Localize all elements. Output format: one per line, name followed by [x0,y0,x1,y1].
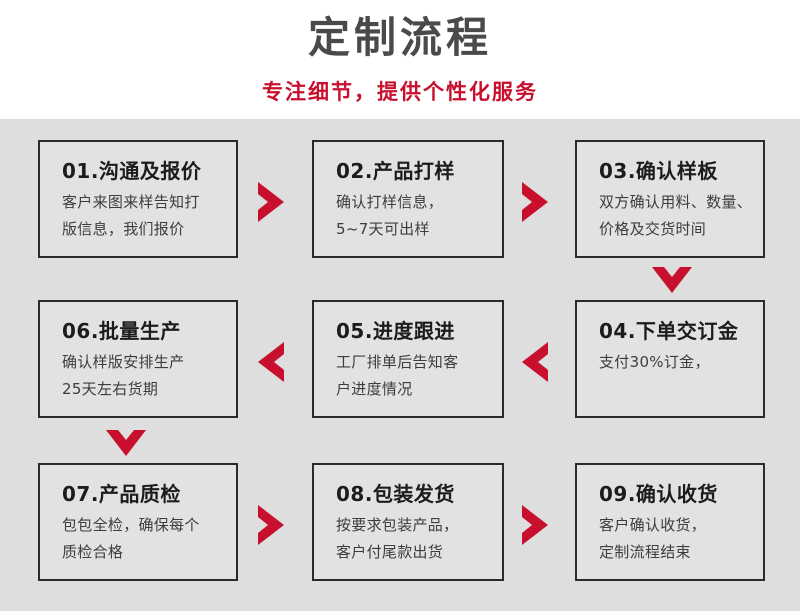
step-desc-01: 客户来图来样告知打 版信息，我们报价 [62,193,200,238]
step-card-06[interactable]: 06.批量生产 确认样版安排生产 25天左右货期 [38,300,238,418]
step-card-02[interactable]: 02.产品打样 确认打样信息， 5~7天可出样 [312,140,504,258]
page-title: 定制流程 [307,13,492,62]
chevron-down-icon [650,263,694,297]
step-title-05: 05.进度跟进 [336,319,455,343]
chevron-right-icon [518,180,552,224]
step-desc-07: 包包全检，确保每个 质检合格 [62,516,200,561]
process-flow-diagram: 01.沟通及报价 客户来图来样告知打 版信息，我们报价 02.产品打样 确认打样… [0,119,800,611]
page-header: 定制流程 专注细节，提供个性化服务 [0,0,800,119]
step-desc-03: 双方确认用料、数量、 价格及交货时间 [599,193,753,238]
step-desc-05: 工厂排单后告知客 户进度情况 [336,353,459,398]
step-desc-08: 按要求包装产品， 客户付尾款出货 [336,516,459,561]
step-title-04: 04.下单交订金 [599,319,739,343]
step-desc-06: 确认样版安排生产 25天左右货期 [62,353,185,398]
chevron-left-icon [518,340,552,384]
chevron-right-icon [254,503,288,547]
step-title-09: 09.确认收货 [599,482,718,506]
step-card-01[interactable]: 01.沟通及报价 客户来图来样告知打 版信息，我们报价 [38,140,238,258]
step-desc-04: 支付30%订金， [599,353,710,371]
step-card-03[interactable]: 03.确认样板 双方确认用料、数量、 价格及交货时间 [575,140,765,258]
step-title-01: 01.沟通及报价 [62,159,202,183]
step-title-06: 06.批量生产 [62,319,181,343]
step-card-09[interactable]: 09.确认收货 客户确认收货， 定制流程结束 [575,463,765,581]
chevron-left-icon [254,340,288,384]
chevron-right-icon [254,180,288,224]
step-title-03: 03.确认样板 [599,159,718,183]
step-card-08[interactable]: 08.包装发货 按要求包装产品， 客户付尾款出货 [312,463,504,581]
step-card-04[interactable]: 04.下单交订金 支付30%订金， [575,300,765,418]
step-card-07[interactable]: 07.产品质检 包包全检，确保每个 质检合格 [38,463,238,581]
chevron-down-icon [104,426,148,460]
step-title-02: 02.产品打样 [336,159,455,183]
step-desc-09: 客户确认收货， 定制流程结束 [599,516,707,561]
step-title-07: 07.产品质检 [62,482,181,506]
step-title-08: 08.包装发货 [336,482,455,506]
page-subtitle: 专注细节，提供个性化服务 [262,80,538,104]
step-desc-02: 确认打样信息， 5~7天可出样 [336,193,444,238]
chevron-right-icon [518,503,552,547]
step-card-05[interactable]: 05.进度跟进 工厂排单后告知客 户进度情况 [312,300,504,418]
